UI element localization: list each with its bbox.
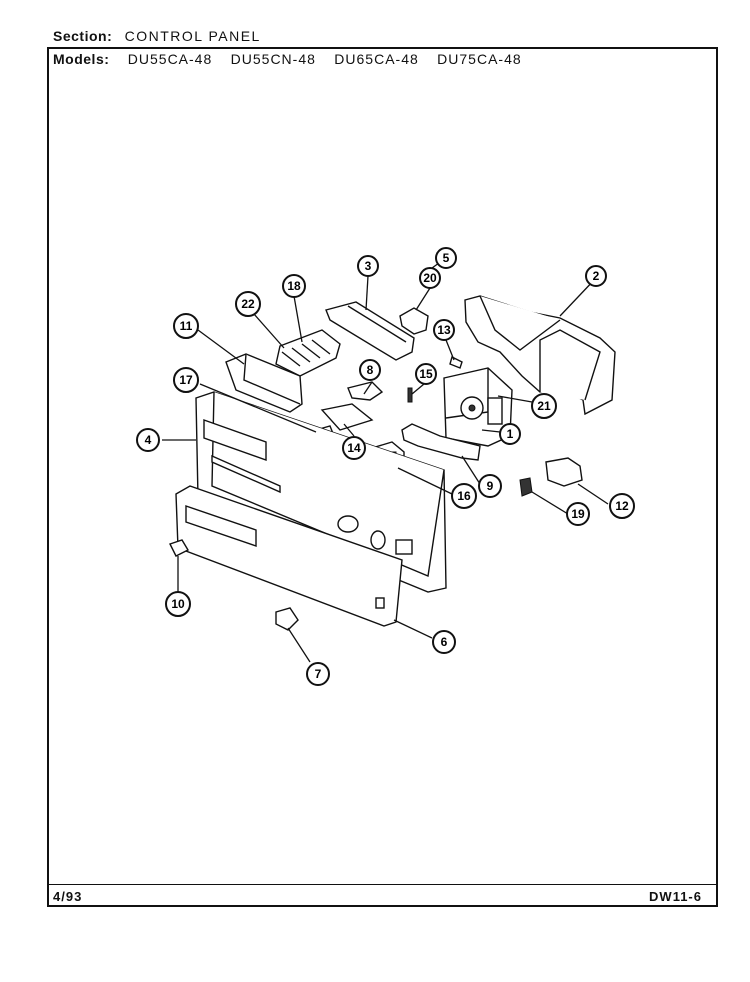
model-number: DU55CN-48 <box>230 51 316 67</box>
leader-19 <box>531 491 569 515</box>
svg-text:6: 6 <box>441 635 448 649</box>
section-value: CONTROL PANEL <box>124 28 261 44</box>
footer-page-code: DW11-6 <box>649 889 702 904</box>
callout-15: 15 <box>415 363 437 385</box>
leader-7 <box>287 627 311 663</box>
part-20-block <box>399 307 429 335</box>
model-number: DU55CA-48 <box>127 51 213 67</box>
callout-9: 9 <box>478 474 502 498</box>
models-heading: Models: DU55CA-48 DU55CN-48 DU65CA-48 DU… <box>53 51 522 67</box>
part-7-knob <box>275 607 299 631</box>
callout-20: 20 <box>419 267 441 289</box>
svg-text:16: 16 <box>457 489 471 503</box>
svg-text:17: 17 <box>179 373 193 387</box>
leader-16 <box>397 467 453 495</box>
section-heading: Section: CONTROL PANEL <box>53 28 261 44</box>
part-19-switch <box>519 477 533 497</box>
leader-22 <box>253 313 285 349</box>
part-3-insert <box>325 301 415 361</box>
leader-12 <box>577 483 609 505</box>
callout-12: 12 <box>609 493 635 519</box>
svg-text:3: 3 <box>365 259 372 273</box>
svg-text:15: 15 <box>419 367 433 381</box>
svg-text:7: 7 <box>315 667 322 681</box>
diagram-frame <box>47 47 718 907</box>
callout-1: 1 <box>499 423 521 445</box>
leader-17 <box>199 383 317 433</box>
svg-text:2: 2 <box>593 269 600 283</box>
part-8-bracket <box>347 381 384 401</box>
svg-text:8: 8 <box>367 363 374 377</box>
callout-14: 14 <box>342 436 366 460</box>
leader-14 <box>343 423 355 437</box>
part-12-switch <box>545 457 583 487</box>
leader-6 <box>393 619 433 639</box>
callout-2: 2 <box>585 265 607 287</box>
leader-3 <box>365 275 369 311</box>
leader-13 <box>445 339 455 361</box>
callout-7: 7 <box>306 662 330 686</box>
svg-text:19: 19 <box>571 507 585 521</box>
svg-text:14: 14 <box>347 441 361 455</box>
leader-15 <box>411 383 425 395</box>
svg-text:22: 22 <box>241 297 255 311</box>
svg-text:1: 1 <box>507 427 514 441</box>
callout-16: 16 <box>451 483 477 509</box>
callout-21: 21 <box>531 393 557 419</box>
callout-11: 11 <box>173 313 199 339</box>
callout-17: 17 <box>173 367 199 393</box>
svg-text:21: 21 <box>537 399 551 413</box>
svg-text:20: 20 <box>423 271 437 285</box>
model-number: DU65CA-48 <box>334 51 419 67</box>
callout-5: 5 <box>435 247 457 269</box>
callout-4: 4 <box>136 428 160 452</box>
leader-1 <box>481 429 501 433</box>
svg-text:4: 4 <box>145 433 152 447</box>
callout-22: 22 <box>235 291 261 317</box>
part-13-screw <box>449 355 463 369</box>
leader-8 <box>363 381 373 395</box>
footer-divider <box>47 884 718 885</box>
part-6-trim-panel <box>175 485 403 627</box>
svg-text:9: 9 <box>487 479 494 493</box>
svg-text:11: 11 <box>180 319 193 333</box>
svg-text:12: 12 <box>615 499 629 513</box>
models-label: Models: <box>53 51 110 67</box>
part-18-switch <box>275 329 341 377</box>
leader-18 <box>293 295 303 343</box>
part-2-housing <box>464 295 616 416</box>
model-number: DU75CA-48 <box>437 51 522 67</box>
svg-text:18: 18 <box>287 279 301 293</box>
leader-21 <box>497 395 533 403</box>
callout-6: 6 <box>432 630 456 654</box>
svg-text:13: 13 <box>437 323 451 337</box>
callout-18: 18 <box>282 274 306 298</box>
callout-13: 13 <box>433 319 455 341</box>
callout-10: 10 <box>165 591 191 617</box>
section-label: Section: <box>53 28 113 44</box>
callout-8: 8 <box>359 359 381 381</box>
callout-3: 3 <box>357 255 379 277</box>
leader-11 <box>197 329 245 365</box>
part-9-bracket <box>401 423 481 461</box>
footer-date: 4/93 <box>53 889 83 904</box>
part-4-control-panel <box>195 391 447 593</box>
leader-20 <box>415 287 431 311</box>
leader-9 <box>461 455 481 485</box>
part-15-clip <box>407 387 413 403</box>
svg-text:10: 10 <box>171 597 185 611</box>
part-14-plate <box>320 403 374 431</box>
part-10-bumper <box>169 539 189 557</box>
callout-19: 19 <box>566 502 590 526</box>
svg-text:5: 5 <box>443 251 450 265</box>
